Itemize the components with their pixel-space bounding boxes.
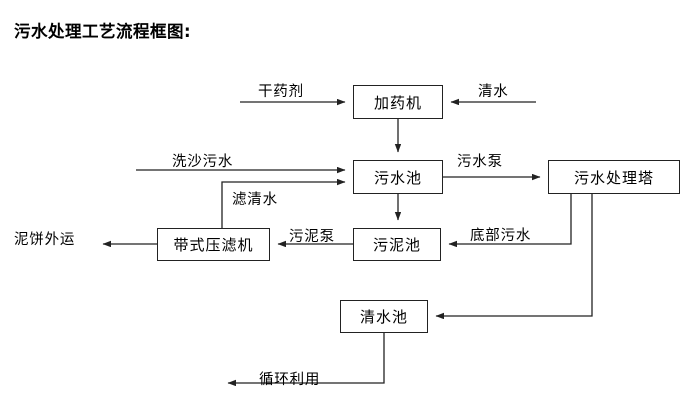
node-clear-pool[interactable]: 清水池 [340,300,428,333]
node-sludge-pool[interactable]: 污泥池 [353,228,441,261]
node-label: 带式压滤机 [173,236,254,254]
edge-tower-to-clear-pool [435,194,593,320]
node-treatment-tower[interactable]: 污水处理塔 [548,160,680,194]
edge-label-sewage-pump: 污水泵 [457,154,503,170]
terminal-mud-cake-out: 泥饼外运 [14,232,76,248]
node-label: 加药机 [373,93,422,112]
edge-label-sludge-pump: 污泥泵 [289,229,335,245]
edge-clear-pool-recycle [227,333,385,387]
terminal-clean-water-in: 清水 [478,84,509,100]
edge-bottom-sewage-to-sludge-pool [448,194,572,248]
node-dosing-machine[interactable]: 加药机 [353,85,443,119]
edge-label-recycle-reuse: 循环利用 [259,372,321,388]
node-label: 污水池 [373,168,422,187]
node-sewage-pool[interactable]: 污水池 [353,160,443,194]
node-belt-press[interactable]: 带式压滤机 [157,228,270,261]
terminal-dry-agent: 干药剂 [258,84,304,100]
node-label: 污水处理塔 [573,168,654,187]
node-label: 清水池 [359,308,408,326]
terminal-sand-wash-water: 洗沙污水 [172,154,234,170]
edge-label-filtered-water: 滤清水 [232,192,278,208]
node-label: 污泥池 [372,236,421,254]
page-title: 污水处理工艺流程框图: [14,22,192,41]
edge-label-bottom-sewage: 底部污水 [470,228,532,244]
edge-filtered-water-to-sewage-pool [221,178,346,228]
